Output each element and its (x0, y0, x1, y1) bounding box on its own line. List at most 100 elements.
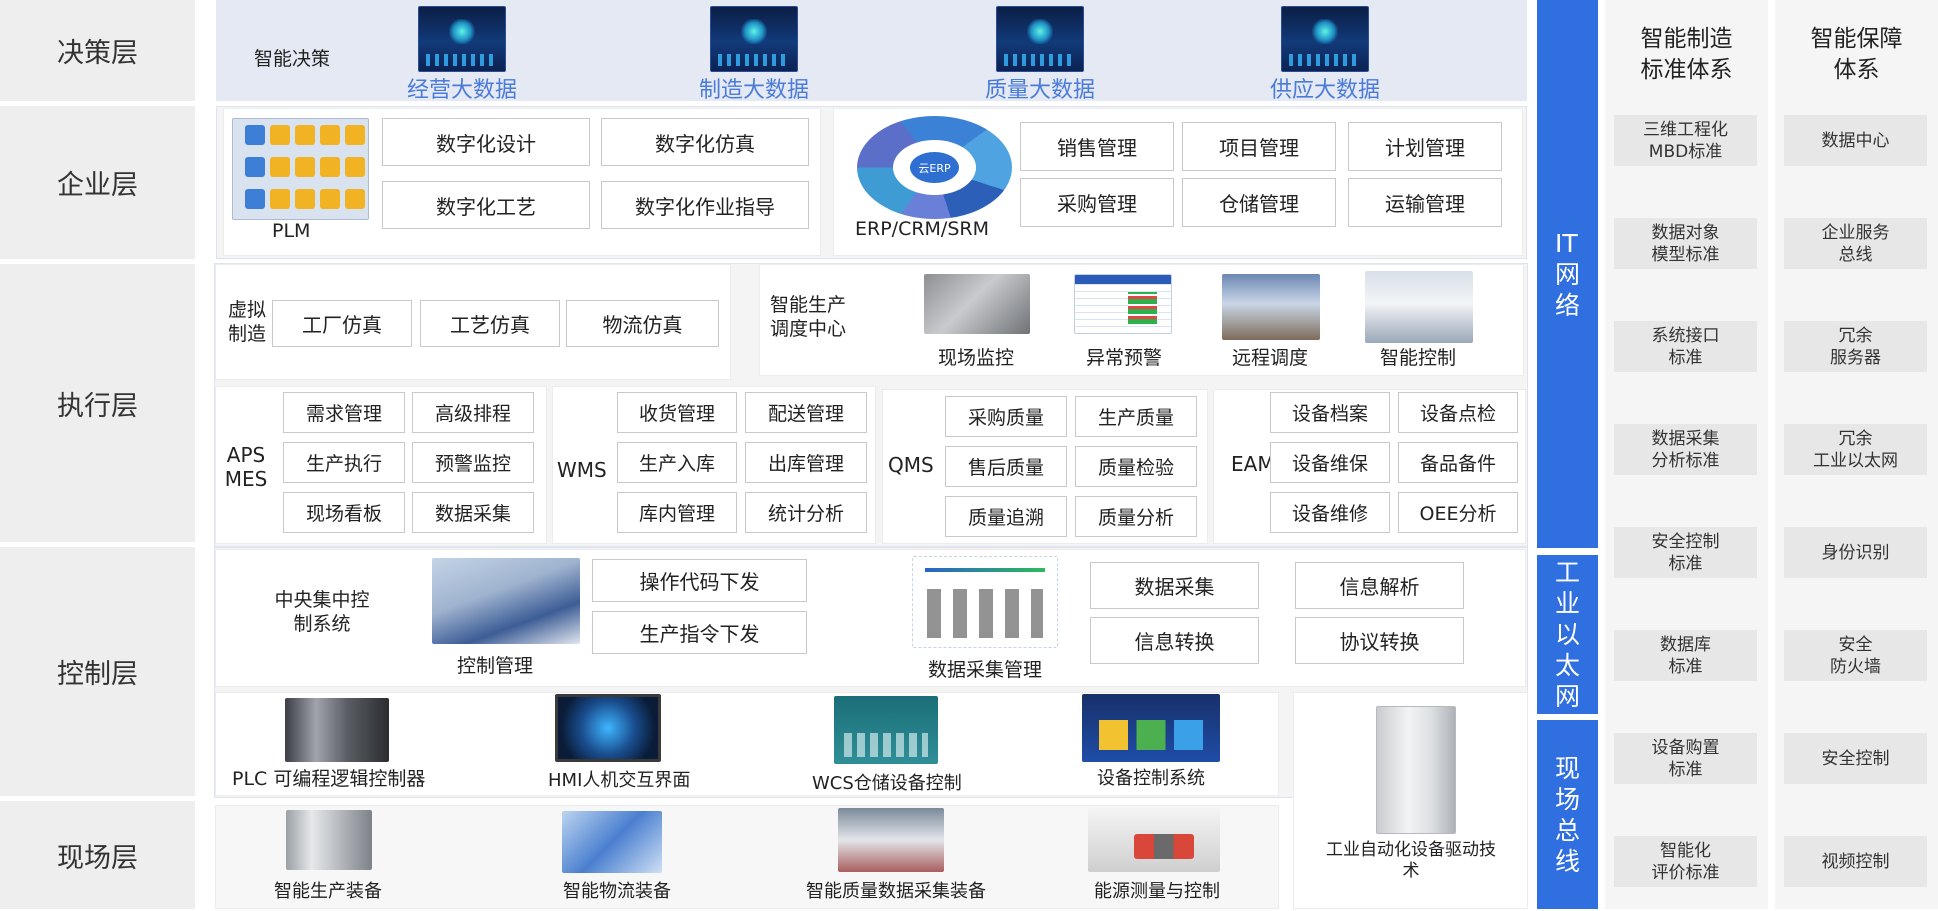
guarantee-enterprise-service-bus: 企业服务 总线 (1784, 218, 1927, 269)
industrial-ethernet-bar: 工 业 以 太 网 (1537, 555, 1598, 714)
equipment-inspection: 设备点检 (1398, 392, 1518, 433)
fieldbus-bar: 现 场 总 线 (1537, 720, 1598, 909)
plm-icon-grid (232, 118, 369, 220)
erp-project-management: 项目管理 (1182, 122, 1336, 171)
smart-production-equipment-label: 智能生产装备 (274, 881, 382, 902)
drive-technology-label: 工业自动化设备驱动技 术 (1326, 840, 1496, 881)
quality-data-equipment-label: 智能质量数据采集装备 (806, 881, 986, 902)
virtual-manufacturing-label: 虚拟 制造 (227, 299, 266, 345)
standard-intelligence-evaluation: 智能化 评价标准 (1614, 836, 1757, 887)
standards-title: 智能制造 标准体系 (1640, 26, 1733, 83)
control-management-image (432, 558, 580, 644)
central-control-label: 中央集中控 制系统 (274, 589, 370, 635)
logistics-simulation: 物流仿真 (566, 300, 719, 347)
quality-analysis: 质量分析 (1075, 496, 1197, 537)
guarantee-safety-control: 安全控制 (1784, 733, 1927, 784)
device-control-system-image (1082, 694, 1220, 762)
spare-parts: 备品备件 (1398, 442, 1518, 483)
advanced-scheduling: 高级排程 (412, 392, 534, 433)
purchase-quality: 采购质量 (945, 396, 1067, 437)
data-acquisition: 数据采集 (1090, 562, 1259, 609)
layer-decision: 决策层 (0, 0, 195, 101)
factory-simulation: 工厂仿真 (272, 300, 412, 347)
plc-image (285, 698, 389, 762)
equipment-records: 设备档案 (1270, 392, 1390, 433)
alert-monitoring: 预警监控 (412, 442, 534, 483)
layer-enterprise: 企业层 (0, 106, 195, 259)
decision-item-operations: 经营大数据 (406, 78, 517, 103)
guarantee-redundant-server: 冗余 服务器 (1784, 321, 1927, 372)
control-management-label: 控制管理 (457, 655, 534, 677)
erp-warehouse-management: 仓储管理 (1182, 178, 1336, 227)
erp-planning-management: 计划管理 (1348, 122, 1502, 171)
guarantee-title: 智能保障 体系 (1810, 26, 1903, 83)
plm-digital-design: 数字化设计 (382, 118, 590, 166)
production-quality: 生产质量 (1075, 396, 1197, 437)
guarantee-video-control: 视频控制 (1784, 836, 1927, 887)
plm-digital-simulation: 数字化仿真 (601, 118, 809, 166)
site-kanban: 现场看板 (283, 492, 405, 533)
after-sales-quality: 售后质量 (945, 446, 1067, 487)
oee-analysis: OEE分析 (1398, 492, 1518, 533)
erp-purchasing-management: 采购管理 (1020, 178, 1174, 227)
smart-logistics-equipment-label: 智能物流装备 (563, 881, 671, 902)
erp-core-label: 云ERP (910, 152, 959, 183)
guarantee-security-firewall: 安全 防火墙 (1784, 630, 1927, 681)
erp-sales-management: 销售管理 (1020, 122, 1174, 171)
information-parsing: 信息解析 (1295, 562, 1464, 609)
statistical-analysis: 统计分析 (745, 492, 867, 533)
decision-item-supply: 供应大数据 (1269, 78, 1380, 103)
standard-mbd: 三维工程化 MBD标准 (1614, 115, 1757, 166)
eam-label: EAM (1231, 452, 1275, 476)
layer-execution: 执行层 (0, 264, 195, 542)
plm-digital-process: 数字化工艺 (382, 181, 590, 229)
energy-metering-label: 能源测量与控制 (1094, 881, 1220, 902)
guarantee-data-center: 数据中心 (1784, 115, 1927, 166)
operation-code-dispatch: 操作代码下发 (592, 559, 807, 602)
equipment-maintenance: 设备维保 (1270, 442, 1390, 483)
production-instruction-dispatch: 生产指令下发 (592, 611, 807, 654)
standard-database: 数据库 标准 (1614, 630, 1757, 681)
wcs-image (834, 696, 938, 764)
smart-production-equipment-image (286, 810, 372, 870)
standards-column: 智能制造 标准体系 三维工程化 MBD标准 数据对象 模型标准 系统接口 标准 … (1605, 0, 1768, 909)
outbound-management: 出库管理 (745, 442, 867, 483)
guarantee-redundant-ethernet: 冗余 工业以太网 (1784, 424, 1927, 475)
hmi-image (555, 694, 661, 762)
standard-safety-control: 安全控制 标准 (1614, 527, 1757, 578)
anomaly-alert-label: 异常预警 (1086, 347, 1163, 369)
site-monitoring-label: 现场监控 (938, 347, 1015, 369)
quality-traceability: 质量追溯 (945, 496, 1067, 537)
wms-label: WMS (557, 458, 607, 482)
plc-label: PLC 可编程逻辑控制器 (232, 768, 426, 790)
device-control-system-label: 设备控制系统 (1097, 768, 1205, 789)
protocol-conversion: 协议转换 (1295, 617, 1464, 664)
supply-dashboard-image (1281, 6, 1369, 72)
in-warehouse-management: 库内管理 (617, 492, 737, 533)
erp-label: ERP/CRM/SRM (855, 218, 989, 240)
production-inbound: 生产入库 (617, 442, 737, 483)
quality-inspection: 质量检验 (1075, 446, 1197, 487)
standard-data-object-model: 数据对象 模型标准 (1614, 218, 1757, 269)
decision-item-quality: 质量大数据 (984, 78, 1095, 103)
standard-equipment-purchase: 设备购置 标准 (1614, 733, 1757, 784)
standard-system-interface: 系统接口 标准 (1614, 321, 1757, 372)
smart-logistics-equipment-image (562, 811, 662, 873)
data-collection-aps: 数据采集 (412, 492, 534, 533)
quality-data-equipment-image (838, 808, 944, 872)
delivery-management: 配送管理 (745, 392, 867, 433)
wcs-label: WCS仓储设备控制 (812, 773, 962, 794)
process-simulation: 工艺仿真 (420, 300, 560, 347)
operations-dashboard-image (418, 6, 506, 72)
erp-ring-graphic: 云ERP (857, 116, 1012, 219)
plm-digital-work-guide: 数字化作业指导 (601, 181, 809, 229)
demand-management: 需求管理 (283, 392, 405, 433)
data-acquisition-network-image (912, 556, 1058, 648)
aps-mes-label: APS MES (224, 443, 268, 491)
quality-dashboard-image (996, 6, 1084, 72)
decision-label: 智能决策 (254, 48, 331, 70)
decision-item-manufacturing: 制造大数据 (698, 78, 809, 103)
remote-dispatch-image (1222, 274, 1320, 340)
equipment-repair: 设备维修 (1270, 492, 1390, 533)
layer-control: 控制层 (0, 547, 195, 796)
